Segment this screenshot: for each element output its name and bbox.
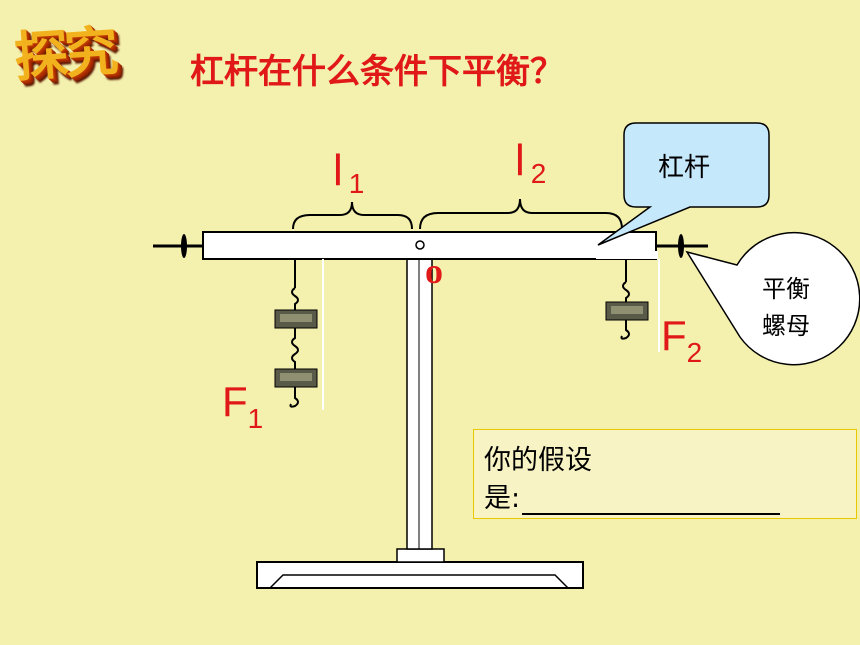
left-hook-3 bbox=[289, 387, 299, 408]
label-f1: F1 bbox=[222, 378, 263, 434]
nut-callout-line1: 平衡 bbox=[762, 275, 810, 303]
left-hook-1 bbox=[291, 287, 299, 310]
stand-base-inner bbox=[269, 574, 569, 589]
hypothesis-box: 你的假设 是: bbox=[473, 429, 857, 519]
lever-bar bbox=[202, 231, 657, 260]
left-weight-top bbox=[274, 309, 318, 329]
label-f2: F2 bbox=[661, 312, 702, 368]
brace-l2 bbox=[419, 198, 623, 230]
hypothesis-prefix: 是: bbox=[484, 483, 521, 514]
right-hook-1 bbox=[622, 281, 630, 302]
stand-foot bbox=[396, 548, 445, 563]
pivot-hole bbox=[415, 240, 425, 250]
slide-title: 杠杆在什么条件下平衡？ bbox=[190, 52, 564, 92]
hypothesis-line2: 是: bbox=[484, 476, 781, 515]
lever-callout bbox=[597, 122, 770, 246]
hypothesis-line1: 你的假设 bbox=[484, 445, 592, 476]
left-hook-2 bbox=[291, 328, 299, 370]
nut-callout-line2: 螺母 bbox=[762, 312, 810, 340]
right-weight bbox=[605, 301, 649, 321]
lever-highlight bbox=[596, 251, 658, 259]
hypothesis-blank[interactable] bbox=[522, 489, 781, 515]
brace-l1 bbox=[292, 201, 413, 230]
right-hook-2 bbox=[620, 320, 630, 340]
left-nut bbox=[181, 234, 187, 258]
lever-callout-text: 杠杆 bbox=[658, 153, 710, 183]
label-pivot: o bbox=[425, 251, 443, 291]
left-weight-bottom bbox=[274, 368, 318, 388]
right-nut bbox=[678, 234, 684, 258]
